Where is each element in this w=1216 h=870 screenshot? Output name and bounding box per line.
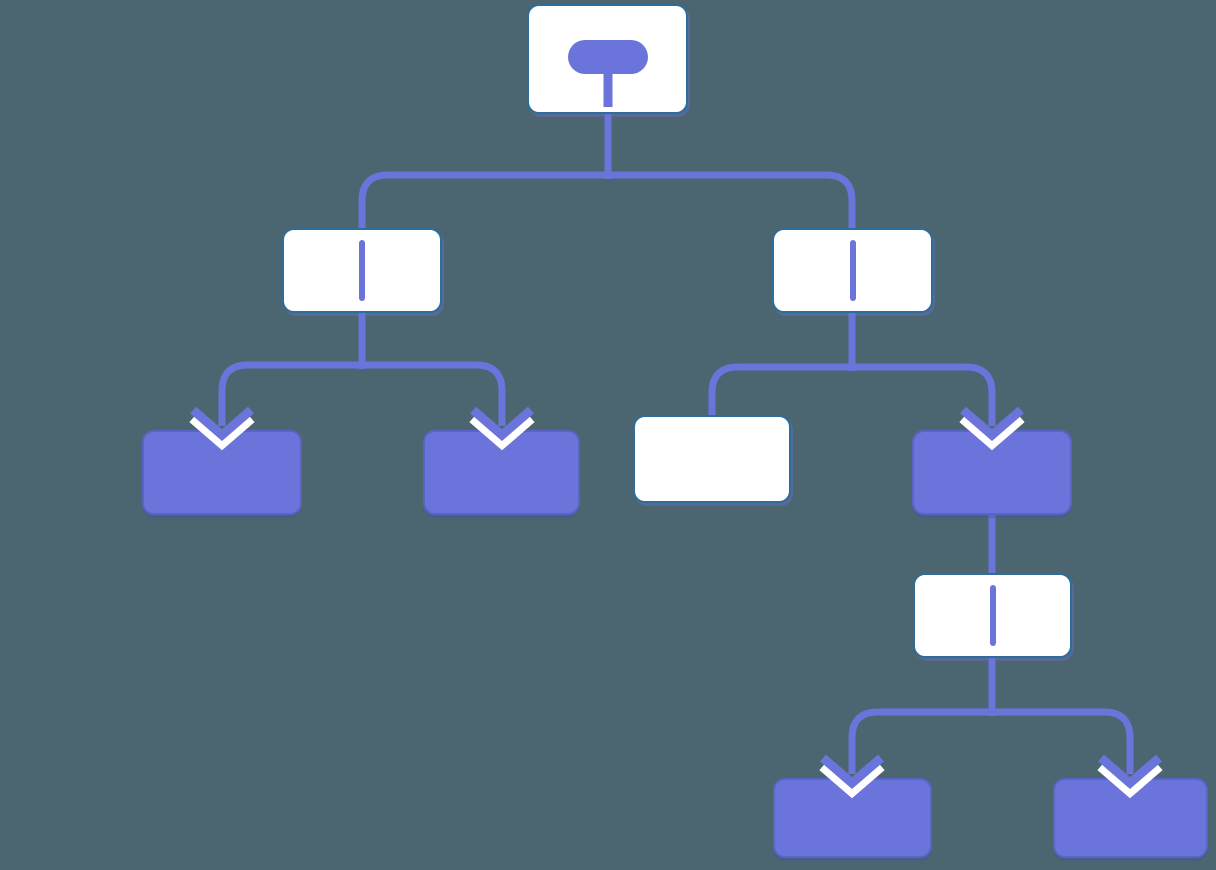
vertical-bar-icon: [849, 240, 856, 301]
vertical-bar-icon: [989, 585, 996, 646]
leaf-node-3[interactable]: [912, 430, 1072, 515]
pill-icon: [567, 40, 648, 74]
branch-node-left[interactable]: [282, 228, 442, 313]
leaf-node-1[interactable]: [142, 430, 302, 515]
edge-bottom-branch-fork: [848, 708, 1134, 774]
branch-node-bottom[interactable]: [913, 573, 1072, 658]
leaf-node-5[interactable]: [1053, 778, 1208, 858]
vertical-bar-icon: [359, 240, 365, 301]
pill-stem-icon: [603, 72, 612, 107]
empty-node[interactable]: [633, 415, 791, 503]
leaf-node-4[interactable]: [773, 778, 932, 858]
branch-node-right[interactable]: [772, 228, 933, 313]
leaf-node-2[interactable]: [423, 430, 580, 515]
edge-right-branch-fork: [708, 363, 996, 426]
root-node[interactable]: [527, 4, 688, 114]
edge-left-branch-fork: [218, 361, 506, 426]
edge-root-fork: [358, 171, 856, 228]
